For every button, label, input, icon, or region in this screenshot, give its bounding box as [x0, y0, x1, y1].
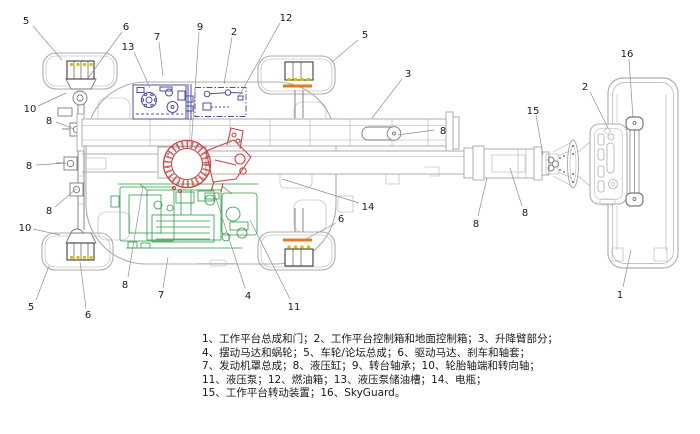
callout-label: 10: [24, 104, 37, 115]
legend-line: 11、液压泵；12、燃油箱；13、液压泵储油槽；14、电瓶；: [202, 373, 487, 386]
callout-label: 5: [28, 302, 34, 313]
tire-top-right: [257, 55, 336, 95]
drive-motor-top-right: [283, 61, 314, 118]
callout-label: 9: [197, 22, 203, 33]
callout-label: 8: [122, 280, 128, 291]
legend-line: 1、工作平台总成和门；2、工作平台控制箱和地面控制箱；3、升降臂部分；: [202, 333, 559, 345]
turntable-bearing: [162, 127, 252, 194]
callout-label: 7: [154, 32, 160, 43]
legend-line: 15、工作平台转动装置；16、SkyGuard。: [202, 387, 406, 400]
callout-label: 10: [19, 223, 32, 234]
drive-motor-bottom-right: [283, 208, 314, 267]
parts-legend: 1、工作平台总成和门；2、工作平台控制箱和地面控制箱；3、升降臂部分； 4、摆动…: [202, 333, 672, 401]
callout-label: 8: [473, 219, 479, 230]
callout-label: 2: [231, 27, 237, 38]
callout-label: 8: [26, 161, 32, 172]
callout-labels: 5 6 13 7 9 2 12 5 10 8 8 8 10 5 6 8 7 4 …: [19, 13, 634, 321]
engine-assembly: [110, 183, 258, 249]
callout-label: 12: [280, 13, 293, 24]
tire-bottom-right: [257, 231, 336, 271]
platform-rotator: [545, 139, 591, 189]
platform-control-box: [589, 123, 628, 206]
frame-rails-and-boom: [76, 111, 550, 213]
hydraulic-reservoir-box: [132, 84, 194, 120]
callout-label: 13: [122, 42, 135, 53]
callout-label: 1: [617, 290, 623, 301]
drive-motor-top-left: [65, 60, 97, 90]
callout-label: 3: [405, 69, 411, 80]
callout-label: 5: [23, 16, 29, 27]
legend-line: 4、摆动马达和蜗轮；5、车轮/论坛总成；6、驱动马达、刹车和轴套；: [202, 346, 531, 359]
callout-label: 15: [527, 106, 540, 117]
callout-label: 8: [522, 208, 528, 219]
callout-label: 5: [362, 30, 368, 41]
skyguard-bar: [625, 116, 644, 207]
drive-motor-bottom-left: [65, 232, 97, 261]
callout-label: 8: [46, 116, 52, 127]
callout-label: 14: [362, 202, 375, 213]
leader-lines: [32, 22, 634, 309]
callout-label: 4: [245, 291, 251, 302]
fuel-tank-and-control-box-outline: [194, 87, 247, 117]
legend-line: 7、发动机罩总成；8、液压缸；9、转台轴承；10、轮胎轴端和转向轴；: [202, 360, 540, 373]
callout-label: 16: [621, 49, 634, 60]
callout-label: 2: [582, 82, 588, 93]
callout-label: 8: [46, 206, 52, 217]
callout-label: 11: [288, 302, 301, 313]
callout-label: 6: [123, 22, 129, 33]
callout-label: 8: [440, 126, 446, 137]
callout-label: 7: [158, 290, 164, 301]
callout-label: 6: [338, 214, 344, 225]
callout-label: 6: [85, 310, 91, 321]
